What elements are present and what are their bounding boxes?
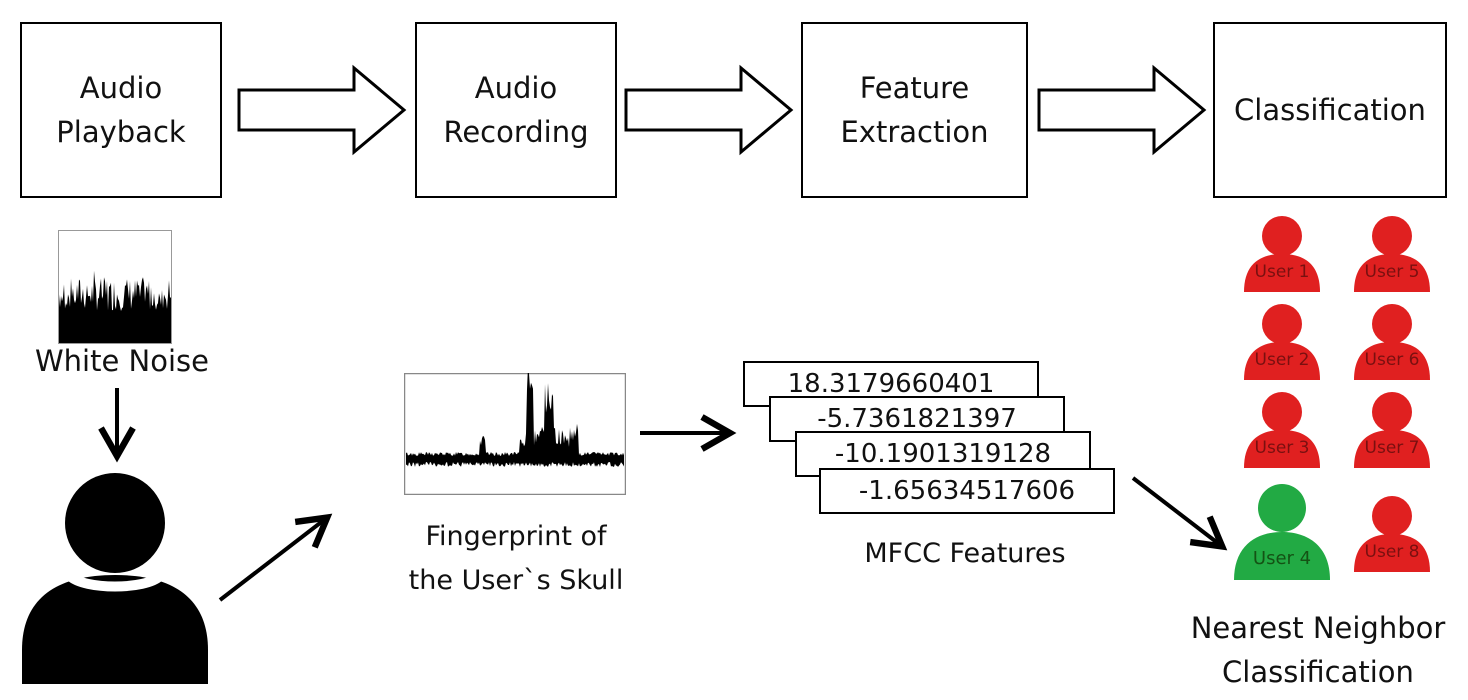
- mfcc-label: MFCC Features: [864, 538, 1066, 569]
- pipeline-arrow-2: [624, 64, 794, 156]
- arrow-user-to-fingerprint: [218, 513, 333, 602]
- user-icon-4: User 4: [1226, 482, 1338, 582]
- stage-classification: Classification: [1213, 22, 1447, 198]
- user-label: User 7: [1364, 438, 1420, 458]
- pipeline-arrow-1: [237, 64, 407, 156]
- user-icon-8: User 8: [1344, 494, 1440, 574]
- white-noise-label: White Noise: [35, 344, 209, 378]
- classification-label: Nearest Neighbor Classification: [1190, 611, 1446, 689]
- user-icon-6: User 6: [1344, 302, 1440, 382]
- user-label: User 6: [1364, 350, 1420, 370]
- white-noise-waveform: [58, 230, 172, 344]
- pipeline-arrow-3: [1037, 64, 1207, 156]
- fingerprint-label: Fingerprint of the User`s Skull: [408, 521, 624, 596]
- user-icon-7: User 7: [1344, 390, 1440, 470]
- user-icon-2: User 2: [1234, 302, 1330, 382]
- user-label: User 4: [1252, 548, 1312, 569]
- stage-feature-extraction: Feature Extraction: [801, 22, 1028, 198]
- user-icon-3: User 3: [1234, 390, 1330, 470]
- mfcc-feature-3: -10.1901319128: [795, 431, 1091, 477]
- user-label: User 3: [1254, 438, 1310, 458]
- user-label: User 5: [1364, 262, 1420, 282]
- user-label: User 8: [1364, 542, 1420, 562]
- stage-audio-playback: Audio Playback: [20, 22, 222, 198]
- user-label: User 2: [1254, 350, 1310, 370]
- fingerprint-waveform: [404, 373, 626, 495]
- user-silhouette-icon: [22, 473, 208, 684]
- mfcc-feature-4: -1.65634517606: [819, 468, 1115, 514]
- stage-audio-recording: Audio Recording: [415, 22, 617, 198]
- user-label: User 1: [1254, 262, 1310, 282]
- user-icon-5: User 5: [1344, 214, 1440, 294]
- user-icon-1: User 1: [1234, 214, 1330, 294]
- arrow-mfcc-to-user4: [1131, 476, 1228, 551]
